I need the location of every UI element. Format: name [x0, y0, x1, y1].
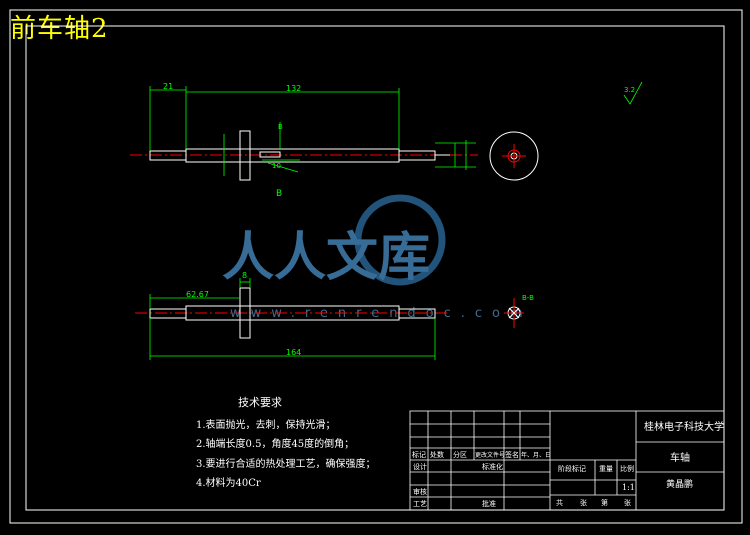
requirement-item-2: 2.轴端长度0.5，角度45度的倒角； — [196, 439, 355, 450]
roughness-value: 3.2 — [624, 86, 635, 94]
roughness-symbol — [623, 81, 643, 105]
shaft-side-view — [135, 287, 450, 339]
top-dimensions — [149, 86, 476, 176]
dim-10: 10 — [272, 162, 281, 170]
header-date: 年、月、日 — [521, 451, 551, 459]
end-view — [489, 131, 539, 181]
sheets-number: 第 — [601, 498, 608, 507]
sheets-unit-2: 张 — [624, 498, 631, 507]
section-mark: B-B — [522, 294, 534, 302]
section-view — [504, 298, 524, 328]
header-count: 处数 — [430, 450, 444, 459]
scale-value: 1:1 — [622, 483, 635, 492]
drawing-number: 黄晶鹏 — [666, 478, 693, 490]
review-label: 审核 — [413, 487, 427, 496]
outer-border — [9, 9, 743, 524]
requirement-item-4: 4.材料为40Cr — [196, 478, 261, 489]
dim-132: 132 — [286, 84, 301, 93]
dim-164: 164 — [286, 348, 301, 357]
shaft-front-view — [130, 130, 478, 181]
part-name: 车轴 — [670, 451, 690, 464]
header-mark: 标记 — [412, 450, 426, 459]
design-label: 设计 — [413, 462, 427, 471]
approve-label: 批准 — [482, 499, 496, 508]
title-block — [409, 410, 725, 511]
process-label: 工艺 — [413, 500, 427, 508]
university-name: 桂林电子科技大学 — [644, 420, 724, 433]
header-change-doc: 更改文件号 — [475, 451, 505, 459]
watermark: 人人文库 www.renrendoc.com — [222, 194, 523, 321]
dim-21: 21 — [163, 82, 173, 91]
requirements-heading: 技术要求 — [238, 396, 282, 409]
watermark-text: 人人文库 — [222, 227, 430, 288]
dim-62-67: 62.67 — [186, 290, 209, 299]
section-label: B — [276, 189, 282, 199]
sheets-total: 共 — [556, 498, 563, 507]
section-label-top: B — [278, 123, 283, 131]
stage-mark-label: 阶段标记 — [558, 464, 586, 473]
requirement-item-3: 3.要进行合适的热处理工艺，确保强度； — [196, 459, 376, 470]
dim-8: 8 — [242, 271, 247, 280]
requirement-item-1: 1.表面抛光，去刺，保持光滑； — [196, 420, 336, 431]
header-signature: 签名 — [505, 450, 519, 459]
bottom-dimensions — [149, 278, 436, 360]
inner-border — [25, 25, 725, 511]
header-zone: 分区 — [453, 450, 467, 459]
standard-label: 标准化 — [482, 462, 503, 471]
weight-label: 重量 — [599, 465, 613, 473]
sheets-unit: 张 — [580, 498, 587, 507]
scale-label: 比例 — [620, 464, 634, 473]
